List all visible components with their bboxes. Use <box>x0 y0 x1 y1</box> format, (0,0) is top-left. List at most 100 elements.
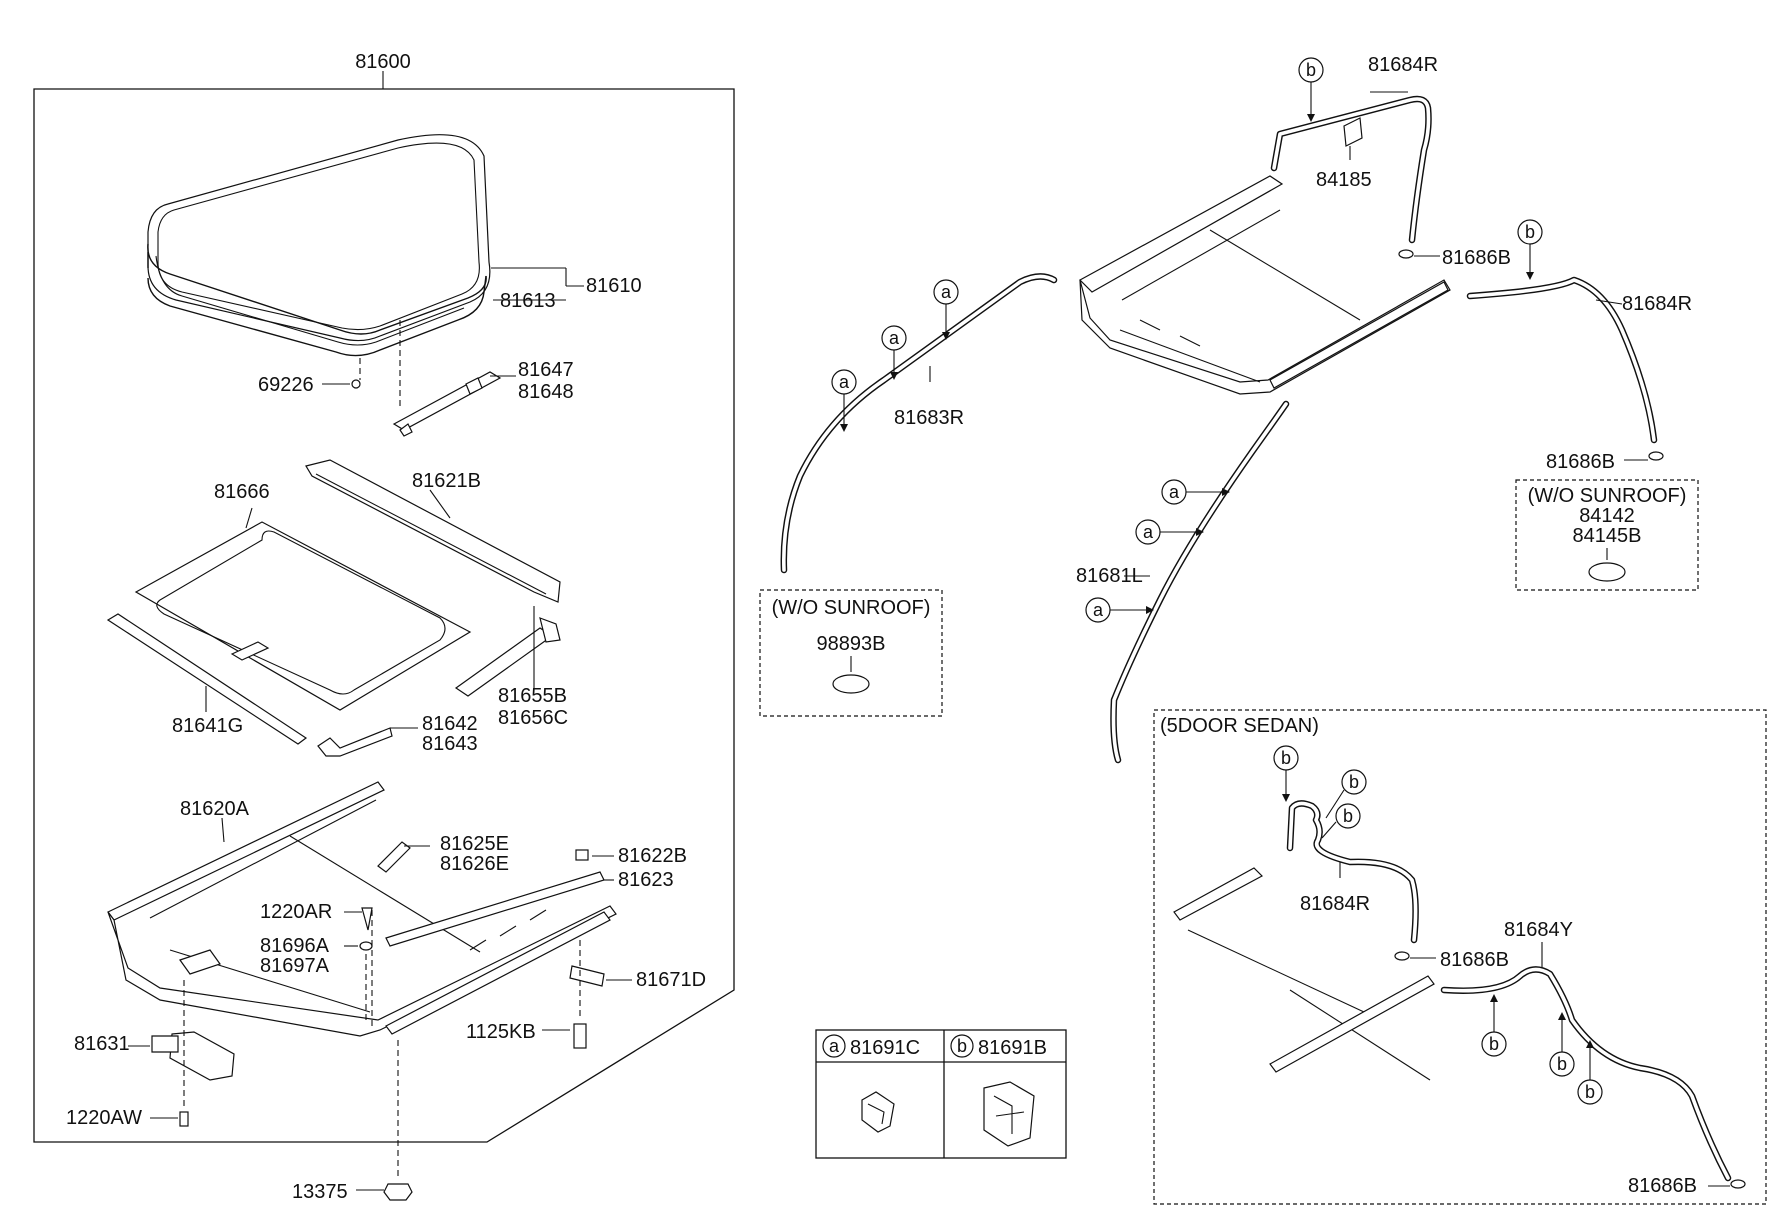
svg-text:a: a <box>839 372 850 392</box>
label-81613: 81613 <box>500 290 556 312</box>
label-81625E: 81625E <box>440 833 509 855</box>
svg-text:a: a <box>1169 482 1180 502</box>
label-81648: 81648 <box>518 381 574 403</box>
clip-bubble-a-2: a <box>881 325 907 380</box>
frame-81620A: 81620A <box>107 781 617 1037</box>
label-81684R-sedan: 81684R <box>1300 893 1370 915</box>
clip-bubble-a-6: a <box>1085 597 1154 623</box>
clip-bubble-a-4: a <box>1161 479 1230 505</box>
clip-bubble-b: b <box>1298 57 1324 122</box>
roof-frame-right <box>1079 175 1451 395</box>
bracket-81647: 81647 81648 <box>392 359 574 437</box>
label-81686B-sedan2: 81686B <box>1628 1175 1697 1197</box>
svg-text:b: b <box>1525 222 1535 242</box>
bracket-81671D: 81671D <box>569 965 706 991</box>
hose-81683R: 81683R <box>780 273 1058 574</box>
svg-text:a: a <box>889 328 900 348</box>
label-81684Y: 81684Y <box>1504 919 1573 941</box>
grommet-81686B-right: 81686B <box>1546 451 1664 473</box>
sedan-box: (5DOOR SEDAN) <box>1153 709 1767 1205</box>
label-81686B-top: 81686B <box>1442 247 1511 269</box>
label-84185: 84185 <box>1316 169 1372 191</box>
svg-text:a: a <box>1093 600 1104 620</box>
label-81697A: 81697A <box>260 955 330 977</box>
svg-text:b: b <box>1349 772 1359 792</box>
label-81643: 81643 <box>422 733 478 755</box>
stopper-81622B: 81622B <box>575 845 687 867</box>
wo-sunroof-title-right: (W/O SUNROOF) <box>1528 485 1687 507</box>
clip-bubble-b-right: b <box>1517 219 1543 280</box>
label-13375: 13375 <box>292 1181 348 1203</box>
svg-text:a: a <box>1143 522 1154 542</box>
glass-panel-81610 <box>147 134 491 342</box>
assembly-frame-81600: 81600 <box>33 51 735 1143</box>
seal-81613 <box>147 243 487 357</box>
clip-bubble-b-s4: b <box>1481 994 1507 1057</box>
label-81626E: 81626E <box>440 853 509 875</box>
sunshade-81666: 81666 <box>134 481 472 711</box>
svg-text:b: b <box>1281 748 1291 768</box>
label-81686B-sedan1: 81686B <box>1440 949 1509 971</box>
strip-81625E: 81625E 81626E <box>377 833 509 875</box>
svg-text:a: a <box>941 282 952 302</box>
label-1125KB: 1125KB <box>466 1021 536 1043</box>
hose-81681L: 81681L <box>1076 400 1290 764</box>
label-81621B: 81621B <box>412 470 481 492</box>
label-81696A: 81696A <box>260 935 330 957</box>
svg-text:b: b <box>1306 60 1316 80</box>
clip-bubble-a-1: a <box>933 279 959 340</box>
label-98893B: 98893B <box>817 633 886 655</box>
label-81684R-right: 81684R <box>1622 293 1692 315</box>
clip-bubble-b-s5: b <box>1549 1012 1575 1077</box>
link-81642: 81642 81643 <box>317 713 478 757</box>
svg-text:b: b <box>1585 1082 1595 1102</box>
sedan-frame <box>1173 867 1435 1081</box>
screw-1220AR: 1220AR <box>260 901 373 931</box>
deflector-81621B: 81621B <box>305 459 561 603</box>
label-84142: 84142 <box>1579 505 1635 527</box>
label-81623: 81623 <box>618 869 674 891</box>
hose-81684Y: 81684Y <box>1440 919 1732 1182</box>
grommet-81686B-top: 81686B <box>1398 247 1511 269</box>
bolt-1125KB: 1125KB <box>466 1021 587 1049</box>
label-69226: 69226 <box>258 374 314 396</box>
nut-13375: 13375 <box>292 1181 413 1203</box>
label-81642: 81642 <box>422 713 478 735</box>
cable-81655B: 81655B 81656C <box>454 606 568 729</box>
label-81683R: 81683R <box>894 407 964 429</box>
label-81655B: 81655B <box>498 685 567 707</box>
wo-sunroof-title-left: (W/O SUNROOF) <box>772 597 931 619</box>
clip-bubble-b-s3: b <box>1321 803 1361 839</box>
hose-81684R-top: 81684R <box>1270 54 1438 244</box>
clip-bubble-a-3: a <box>831 369 857 432</box>
label-81656C: 81656C <box>498 707 568 729</box>
washer-81696A: 81696A 81697A <box>260 935 373 977</box>
wo-sunroof-box-left: (W/O SUNROOF) 98893B <box>759 589 943 717</box>
hose-81684R-sedan: 81684R <box>1286 800 1419 944</box>
label-pad-84185: 84185 <box>1316 117 1372 191</box>
label-1220AW: 1220AW <box>66 1107 142 1129</box>
sedan-box-title: (5DOOR SEDAN) <box>1160 715 1319 737</box>
clip-bubble-b-s6: b <box>1577 1040 1603 1105</box>
screw-1220AW: 1220AW <box>66 1107 189 1129</box>
svg-text:b: b <box>1557 1054 1567 1074</box>
legend-a-part: 81691C <box>850 1037 920 1059</box>
bolt-69226: 69226 <box>258 374 361 396</box>
hose-81684R-right: 81684R <box>1466 276 1692 444</box>
svg-text:a: a <box>829 1036 840 1056</box>
rail-81623: 81623 <box>385 869 674 947</box>
label-81647: 81647 <box>518 359 574 381</box>
label-81666: 81666 <box>214 481 270 503</box>
grommet-81686B-sedan2: 81686B <box>1628 1175 1746 1197</box>
svg-text:b: b <box>1343 806 1353 826</box>
wo-sunroof-box-right: (W/O SUNROOF) 84142 84145B <box>1515 479 1699 591</box>
label-81622B: 81622B <box>618 845 687 867</box>
label-81600: 81600 <box>355 51 411 73</box>
guide-81641G: 81641G <box>106 613 308 745</box>
clip-legend: a 81691C b 81691B <box>815 1029 1067 1159</box>
motor-81631: 81631 <box>74 1031 235 1081</box>
label-81641G: 81641G <box>172 715 243 737</box>
svg-text:b: b <box>1489 1034 1499 1054</box>
label-81610: 81610 <box>586 275 642 297</box>
